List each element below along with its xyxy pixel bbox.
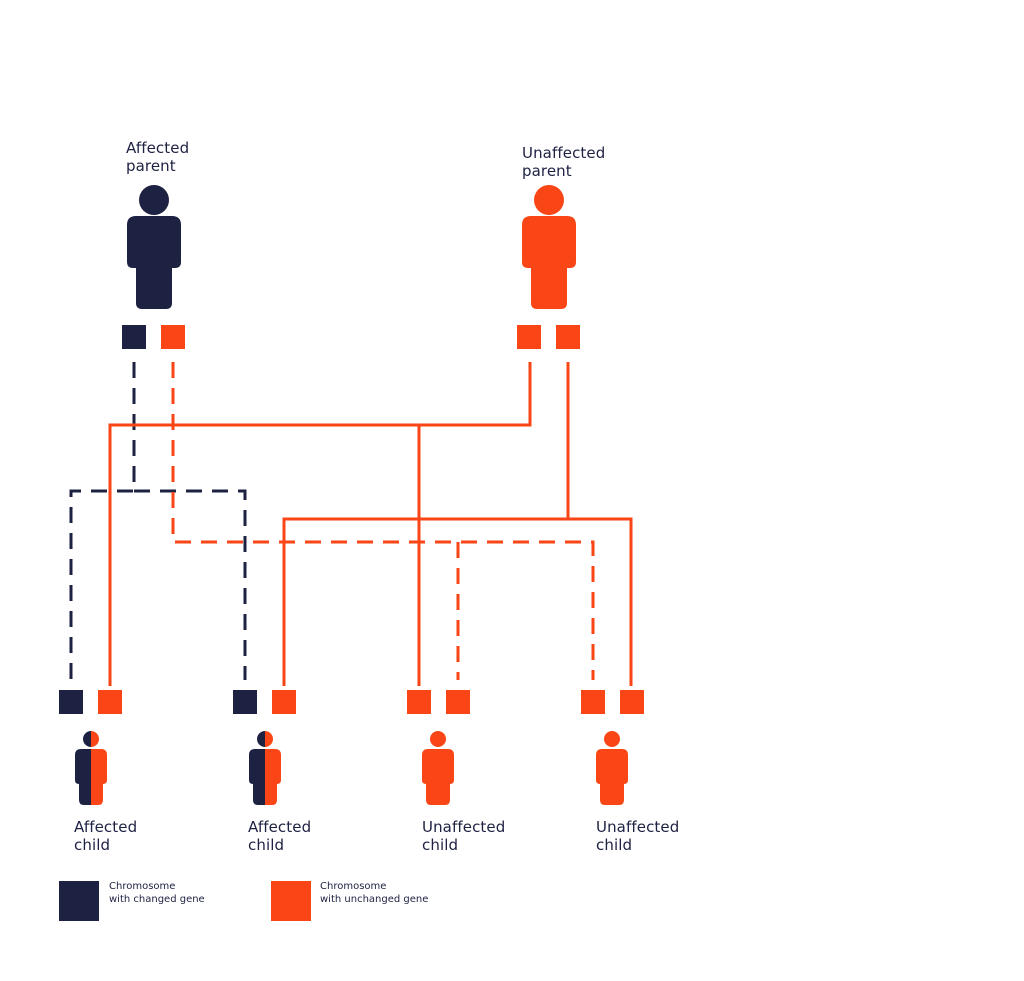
affected-child-1-icon	[75, 731, 107, 805]
child-3-label: Unaffected child	[422, 818, 505, 854]
affected-parent-chromosome-unchanged	[161, 325, 185, 349]
unaffected-parent-label: Unaffected parent	[522, 144, 605, 180]
affected-parent-icon	[127, 185, 181, 309]
inheritance-lines	[69, 362, 633, 686]
child-2-chromosome-unchanged	[272, 690, 296, 714]
line-unaffected-b	[282, 362, 570, 686]
child-3-chromosome-2	[446, 690, 470, 714]
legend-swatch-unchanged	[271, 881, 311, 921]
child-4-label: Unaffected child	[596, 818, 679, 854]
child-1-label-line2: child	[74, 836, 111, 854]
child-1-label-line1: Affected	[74, 818, 138, 836]
legend-changed-text: Chromosome with changed gene	[109, 880, 205, 906]
child-4-chromosome-1	[581, 690, 605, 714]
child-4-chromosome-2	[620, 690, 644, 714]
legend-changed-line2: with changed gene	[109, 894, 205, 905]
legend-changed-line1: Chromosome	[109, 881, 176, 892]
child-4-label-line1: Unaffected	[596, 818, 680, 836]
child-1-chromosome-unchanged	[98, 690, 122, 714]
unaffected-parent-chromosome-2	[556, 325, 580, 349]
child-1-label: Affected child	[74, 818, 137, 854]
legend-swatch-changed	[59, 881, 99, 921]
child-2-label: Affected child	[248, 818, 311, 854]
child-3-chromosome-1	[407, 690, 431, 714]
child-3-label-line1: Unaffected	[422, 818, 506, 836]
line-changed-to-child-2	[134, 489, 247, 680]
legend-unchanged-line2: with unchanged gene	[320, 894, 429, 905]
legend-unchanged-text: Chromosome with unchanged gene	[320, 880, 428, 906]
unaffected-parent-chromosome-1	[517, 325, 541, 349]
child-2-label-line1: Affected	[248, 818, 312, 836]
child-1-chromosome-changed	[59, 690, 83, 714]
child-2-label-line2: child	[248, 836, 285, 854]
child-2-chromosome-changed	[233, 690, 257, 714]
line-unaffected-a	[108, 362, 532, 686]
affected-parent-label-line1: Affected	[126, 139, 190, 157]
affected-parent-chromosome-changed	[122, 325, 146, 349]
unaffected-parent-label-line2: parent	[522, 162, 572, 180]
unaffected-parent-label-line1: Unaffected	[522, 144, 606, 162]
unaffected-parent-icon	[522, 185, 576, 309]
affected-child-2-icon	[249, 731, 281, 805]
line-changed-to-child-1	[69, 362, 136, 680]
child-4-label-line2: child	[596, 836, 633, 854]
child-3-label-line2: child	[422, 836, 459, 854]
unaffected-child-2-icon	[596, 731, 628, 805]
affected-parent-label: Affected parent	[126, 139, 189, 175]
unaffected-child-1-icon	[422, 731, 454, 805]
affected-parent-label-line2: parent	[126, 157, 176, 175]
legend-unchanged-line1: Chromosome	[320, 881, 387, 892]
line-unaffected-b-to-child-4	[568, 517, 633, 686]
line-parent-unchanged-to-children-3-4	[171, 362, 595, 680]
